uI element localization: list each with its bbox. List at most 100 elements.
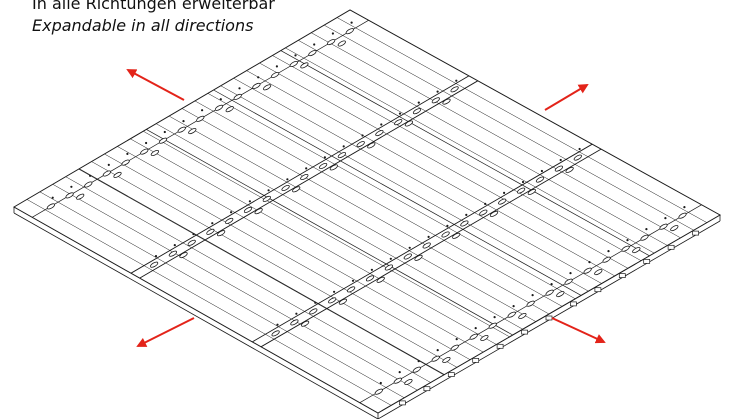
connector-clip xyxy=(556,291,565,298)
connector-clip xyxy=(329,164,338,171)
connector-clip xyxy=(252,82,261,89)
rivet-dot xyxy=(380,123,383,126)
connector-clip xyxy=(422,242,431,249)
connector-clip xyxy=(441,231,450,238)
connector-clip xyxy=(403,253,412,260)
connector-clip xyxy=(573,154,582,161)
connector-clip xyxy=(412,366,421,373)
rivet-dot xyxy=(323,156,326,159)
connector-clip xyxy=(328,297,337,304)
connector-clip xyxy=(365,275,375,282)
connector-clip xyxy=(346,286,356,293)
connector-clip xyxy=(412,108,422,115)
rivet-dot xyxy=(201,109,204,112)
connector-clip xyxy=(431,355,440,362)
slat-line xyxy=(220,85,589,292)
connector-clip xyxy=(394,119,403,126)
connector-clip xyxy=(632,247,641,254)
connector-clip xyxy=(206,228,215,235)
slat-line xyxy=(26,199,392,406)
rivet-dot xyxy=(351,279,355,282)
rivet-dot xyxy=(379,381,382,385)
rivet-dot xyxy=(192,233,195,236)
rivet-dot xyxy=(588,261,591,264)
connector-clip xyxy=(140,148,149,155)
slat-line xyxy=(104,153,471,360)
panel-assembly xyxy=(12,9,722,419)
rivet-dot xyxy=(389,257,392,260)
connector-clip xyxy=(393,377,402,384)
slat-line xyxy=(285,47,655,254)
slat-line xyxy=(143,130,510,338)
slat-line xyxy=(311,32,681,239)
connector-clip xyxy=(84,181,93,188)
support-foot xyxy=(643,259,651,264)
rivet-dot xyxy=(275,65,278,68)
slat-line xyxy=(52,184,418,391)
connector-clip xyxy=(527,188,536,195)
slat-line xyxy=(259,62,629,269)
connector-clip xyxy=(374,388,383,395)
connector-clip xyxy=(216,230,226,237)
rivet-dot xyxy=(446,224,449,227)
rivet-dot xyxy=(89,174,92,177)
support-foot xyxy=(472,358,480,363)
slat-line xyxy=(336,17,707,223)
slat-line xyxy=(156,123,523,330)
connector-clip xyxy=(507,311,516,318)
connector-clip xyxy=(270,71,280,79)
connector-clip xyxy=(262,195,271,202)
connector-clip xyxy=(480,334,489,342)
connector-clip xyxy=(450,86,459,93)
connector-clip xyxy=(565,166,574,173)
connector-clip xyxy=(149,261,159,268)
connector-clip xyxy=(292,186,301,193)
connector-clip xyxy=(179,252,188,259)
connector-clip xyxy=(262,84,272,91)
connector-clip xyxy=(670,225,679,232)
support-foot xyxy=(423,386,431,392)
rivet-dot xyxy=(607,250,610,253)
rivet-dot xyxy=(267,189,270,192)
support-foot xyxy=(399,400,406,406)
support-foot xyxy=(521,329,528,335)
connector-clip xyxy=(46,203,56,210)
rivet-dot xyxy=(521,180,525,184)
connector-clip xyxy=(308,50,317,57)
connector-clip xyxy=(326,39,336,46)
slat-line xyxy=(168,115,536,322)
connector-clip xyxy=(113,171,122,178)
rivet-dot xyxy=(455,338,458,341)
rivet-dot xyxy=(333,290,336,293)
ramp-edge-front-left xyxy=(13,212,379,419)
module-seam xyxy=(130,75,470,274)
rivet-dot xyxy=(248,200,251,203)
rivet-dot xyxy=(408,246,411,249)
connector-clip xyxy=(376,276,385,283)
rivet-dot xyxy=(305,167,308,170)
rivet-dot xyxy=(331,32,334,35)
connector-clip xyxy=(337,152,347,159)
connector-clip xyxy=(102,170,112,177)
connector-clip xyxy=(290,319,299,326)
rivet-dot xyxy=(238,87,241,90)
connector-clip xyxy=(177,126,186,133)
connector-clip xyxy=(535,176,545,183)
rivet-dot xyxy=(531,294,534,297)
connector-clip xyxy=(442,98,451,105)
rivet-dot xyxy=(503,191,506,194)
connector-clip xyxy=(271,330,280,337)
module-column-seam xyxy=(79,168,445,375)
rivet-dot xyxy=(107,163,110,166)
connector-clip xyxy=(188,128,197,135)
connector-clip xyxy=(225,106,234,113)
connector-clip xyxy=(414,254,423,261)
connector-clip xyxy=(583,267,592,274)
rivet-dot xyxy=(417,101,420,104)
slat-line xyxy=(65,176,431,383)
connector-clip xyxy=(602,256,611,263)
rivet-dot xyxy=(126,152,129,155)
rivet-dot xyxy=(493,316,496,319)
rivet-dot xyxy=(569,272,572,275)
rivet-dot xyxy=(211,222,214,225)
